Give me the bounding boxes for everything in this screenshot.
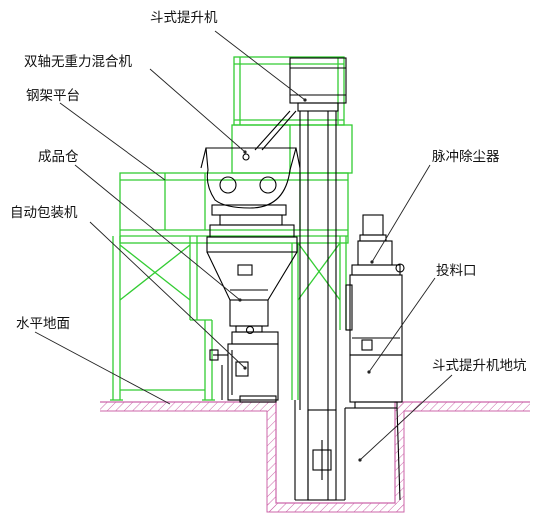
- leader-bucket-elevator: [214, 30, 306, 101]
- label-bucket-elevator: 斗式提升机: [150, 10, 218, 26]
- leader-ground-level: [34, 331, 171, 405]
- leader-arrowheads: [238, 98, 374, 462]
- leader-product-bin: [74, 164, 241, 301]
- label-auto-packing-machine: 自动包装机: [10, 205, 78, 221]
- ground-section: [100, 401, 530, 513]
- label-ground-level: 水平地面: [16, 316, 70, 332]
- label-twin-shaft-mixer: 双轴无重力混合机: [24, 54, 132, 70]
- leader-feed-inlet: [368, 277, 436, 373]
- equipment-outlines: [200, 57, 405, 501]
- leader-steel-platform: [59, 102, 166, 181]
- leader-mixer: [149, 68, 246, 153]
- leader-packing-machine: [89, 221, 246, 369]
- product-bin: [206, 236, 298, 335]
- label-product-bin: 成品仓: [38, 149, 79, 165]
- leader-lines: [34, 30, 453, 461]
- bucket-elevator: [254, 57, 347, 501]
- label-steel-platform: 钢架平台: [26, 88, 80, 104]
- steel-frame-platform: [110, 56, 353, 401]
- leader-elevator-pit: [359, 374, 453, 461]
- twin-shaft-mixer: [200, 147, 301, 238]
- label-elevator-pit: 斗式提升机地坑: [432, 358, 527, 374]
- leader-dust-collector: [371, 164, 431, 263]
- label-pulse-dust-collector: 脉冲除尘器: [432, 149, 500, 165]
- auto-packing-machine: [209, 331, 279, 403]
- label-feed-inlet: 投料口: [436, 263, 477, 279]
